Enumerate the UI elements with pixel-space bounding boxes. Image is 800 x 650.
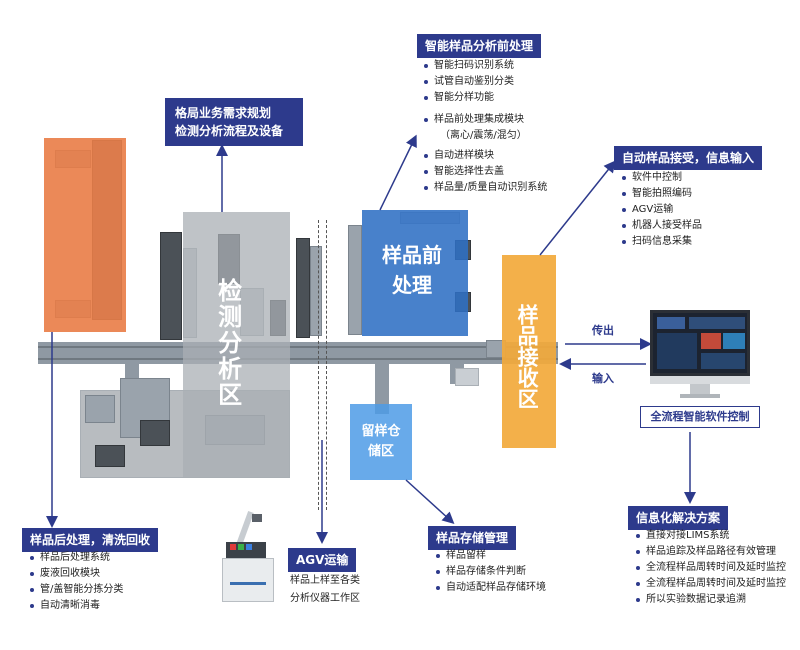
list-item: 智能分样功能 — [422, 90, 547, 106]
list-item: 机器人接受样品 — [620, 218, 702, 234]
list-item: 样品追踪及样品路径有效管理 — [634, 544, 786, 560]
list-item: 试管自动鉴别分类 — [422, 74, 547, 90]
zone-detect: 检测分析区 — [183, 212, 290, 478]
zone-wash: 清洗区 — [44, 138, 150, 332]
list-item: 智能拍照编码 — [620, 186, 702, 202]
zone-detect-label: 检测分析区 — [213, 278, 242, 408]
agv-callout-line1: 样品上样至各类 — [290, 575, 360, 586]
receive-callout-list: 软件中控制 智能拍照编码 AGV运输 机器人接受样品 扫码信息采集 — [620, 170, 702, 250]
storage-callout-list: 样品留样 样品存储条件判断 自动适配样品存储环境 — [434, 548, 546, 596]
prep-callout-list: 智能扫码识别系统 试管自动鉴别分类 智能分样功能 样品前处理集成模块 （离心/震… — [422, 58, 547, 196]
list-item: 样品前处理集成模块 — [422, 112, 547, 128]
agv-callout-title: AGV运输 — [288, 548, 357, 572]
list-item: 全流程样品周转时间及延时监控 — [634, 560, 786, 576]
monitor-screen — [650, 310, 750, 376]
zone-wash-label: 清洗区 — [125, 208, 150, 274]
list-item: 直接对接LIMS系统 — [634, 528, 786, 544]
list-item: 自动适配样品存储环境 — [434, 580, 546, 596]
post-callout-list: 样品后处理系统 废液回收模块 管/盖智能分拣分类 自动清晰消毒 — [28, 550, 123, 614]
list-item: 全流程样品周转时间及延时监控 — [634, 576, 786, 592]
list-item: 样品存储条件判断 — [434, 564, 546, 580]
list-item: 所以实验数据记录追溯 — [634, 592, 786, 608]
post-callout-title: 样品后处理，清洗回收 — [22, 528, 159, 552]
plan-callout: 格局业务需求规划 检测分析流程及设备 — [165, 98, 303, 146]
monitor-label: 全流程智能软件控制 — [640, 406, 760, 428]
in-label: 输入 — [592, 372, 614, 385]
list-item: 扫码信息采集 — [620, 234, 702, 250]
storage-callout-title: 样品存储管理 — [428, 526, 517, 550]
list-item: （离心/震荡/混匀） — [440, 130, 527, 141]
zone-receive-label: 样品接收区 — [515, 303, 540, 409]
list-item: AGV运输 — [620, 202, 702, 218]
zone-prep-label: 样品前处理 — [382, 243, 442, 297]
info-callout-title: 信息化解决方案 — [628, 506, 729, 530]
list-item: 智能扫码识别系统 — [422, 58, 547, 74]
monitor — [650, 310, 750, 400]
receive-callout-title: 自动样品接受，信息输入 — [614, 146, 763, 170]
zone-store-label: 留样仓储区 — [361, 424, 401, 459]
list-item: 管/盖智能分拣分类 — [28, 582, 123, 598]
list-item: 废液回收模块 — [28, 566, 123, 582]
list-item: 自动清晰消毒 — [28, 598, 123, 614]
list-item: 样品留样 — [434, 548, 546, 564]
zone-prep: 样品前处理 — [362, 210, 468, 336]
list-item: 软件中控制 — [620, 170, 702, 186]
list-item: 自动进样模块 — [422, 148, 547, 164]
list-item: 智能选择性去盖 — [422, 164, 547, 180]
zone-store: 留样仓储区 — [350, 404, 412, 480]
info-callout-list: 直接对接LIMS系统 样品追踪及样品路径有效管理 全流程样品周转时间及延时监控 … — [634, 528, 786, 608]
agv-callout-line2: 分析仪器工作区 — [290, 593, 360, 604]
list-item: 样品量/质量自动识别系统 — [422, 180, 547, 196]
plan-callout-line1: 格局业务需求规划 — [175, 106, 272, 120]
agv-robot — [222, 510, 274, 604]
list-item: 样品后处理系统 — [28, 550, 123, 566]
out-label: 传出 — [592, 324, 614, 337]
plan-callout-line2: 检测分析流程及设备 — [175, 124, 284, 138]
zone-receive: 样品接收区 — [502, 255, 556, 448]
prep-callout-title: 智能样品分析前处理 — [417, 34, 542, 58]
